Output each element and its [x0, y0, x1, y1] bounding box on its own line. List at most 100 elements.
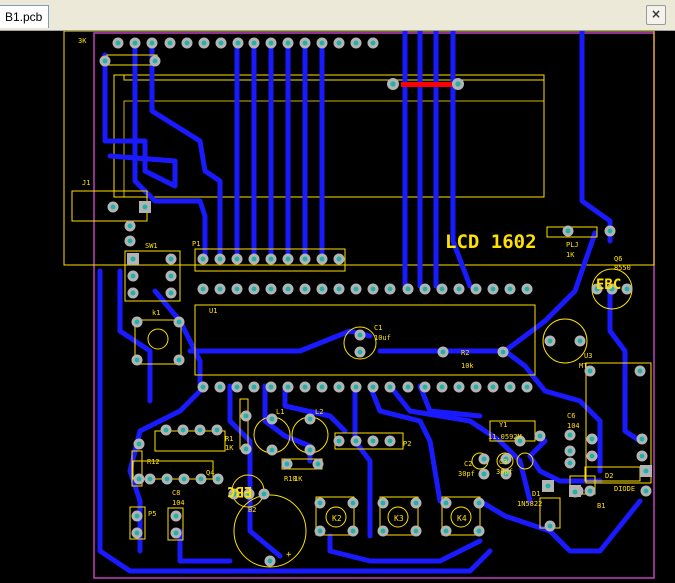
copper-trace — [579, 31, 613, 244]
pad-hole — [315, 461, 321, 467]
pad-hole — [302, 40, 308, 46]
pad-hole — [353, 40, 359, 46]
label-u3: U3 — [584, 352, 593, 360]
pad-hole — [246, 491, 252, 497]
pad-hole — [142, 204, 148, 210]
label-r12: R12 — [147, 458, 160, 466]
pad-hole — [336, 286, 342, 292]
label-plj-value: 1K — [566, 251, 575, 259]
pad-hole — [307, 447, 313, 453]
pad-hole — [370, 384, 376, 390]
pad-hole — [387, 438, 393, 444]
pad-hole — [181, 476, 187, 482]
pad-hole — [456, 384, 462, 390]
label-plus: + — [286, 550, 292, 560]
pad-hole — [524, 286, 530, 292]
pad-hole — [102, 58, 108, 64]
pad-hole — [319, 286, 325, 292]
copper-trace — [177, 528, 233, 564]
pad-hole — [370, 438, 376, 444]
pad-hole — [234, 384, 240, 390]
document-tab-bar: B1.pcb × — [0, 0, 675, 31]
pad-hole — [589, 453, 595, 459]
pad-hole — [336, 438, 342, 444]
pad-hole — [567, 448, 573, 454]
document-tab-label: B1.pcb — [5, 10, 43, 24]
silk-outline — [379, 496, 419, 536]
pad-hole — [251, 256, 257, 262]
label-sw1: SW1 — [145, 242, 158, 250]
label-r2: R2 — [461, 349, 470, 357]
label-d2-value: DIODE — [614, 485, 636, 493]
pad-hole — [443, 528, 449, 534]
pad-hole — [285, 286, 291, 292]
copper-trace — [149, 38, 223, 259]
label-c3-value: 30pf — [496, 468, 513, 476]
pad-hole — [130, 290, 136, 296]
silk-outline — [325, 506, 347, 528]
silk-outline — [489, 420, 536, 442]
pad-hole — [422, 384, 428, 390]
pad-hole — [507, 384, 513, 390]
pad-hole — [639, 453, 645, 459]
pad-hole — [243, 413, 249, 419]
document-tab-pcb[interactable]: B1.pcb — [0, 5, 50, 28]
pad-hole — [115, 40, 121, 46]
pad-hole — [168, 256, 174, 262]
close-icon[interactable]: × — [646, 5, 666, 25]
label-3k: 3K — [78, 37, 87, 45]
copper-trace — [477, 498, 643, 554]
pad-hole — [547, 338, 553, 344]
pcb-canvas[interactable]: LCD 1602 3K J1 SW1 P1 k1 U1 C1 10uf R2 1… — [0, 31, 675, 583]
pad-hole — [302, 286, 308, 292]
label-c2-value: 30pf — [458, 470, 475, 478]
pad-hole — [235, 40, 241, 46]
silk-outline — [343, 326, 377, 360]
pad-hole — [269, 416, 275, 422]
pad-hole — [317, 500, 323, 506]
pad-hole — [473, 384, 479, 390]
pad-hole — [443, 500, 449, 506]
silk-outline — [387, 506, 409, 528]
copper-trace — [352, 383, 373, 539]
pad-hole — [152, 58, 158, 64]
pad-hole — [173, 530, 179, 536]
pad-hole — [643, 488, 649, 494]
pad-hole — [132, 40, 138, 46]
pad-hole — [130, 256, 136, 262]
label-l1: L1 — [276, 408, 285, 416]
pad-hole — [127, 238, 133, 244]
pad-hole — [455, 81, 461, 87]
pad-hole — [567, 460, 573, 466]
pad-hole — [565, 228, 571, 234]
pad-hole — [537, 433, 543, 439]
pad-hole — [353, 438, 359, 444]
copper-trace — [152, 288, 203, 389]
pad-hole — [405, 384, 411, 390]
pad-hole — [439, 286, 445, 292]
pad-hole — [268, 256, 274, 262]
pad-hole — [268, 384, 274, 390]
pad-hole — [319, 40, 325, 46]
pad-hole — [136, 476, 142, 482]
silk-outline — [154, 430, 226, 452]
pad-hole — [336, 256, 342, 262]
pad-hole — [231, 491, 237, 497]
pad-hole — [198, 476, 204, 482]
label-c8-value: 104 — [172, 499, 185, 507]
pad-hole — [180, 427, 186, 433]
copper-trace — [527, 438, 603, 484]
pad-hole — [639, 436, 645, 442]
silk-outline — [129, 506, 146, 540]
label-p2: P2 — [403, 440, 412, 448]
pad-hole — [380, 500, 386, 506]
pad-hole — [413, 528, 419, 534]
label-l2: L2 — [315, 408, 324, 416]
pcb-layout[interactable] — [0, 31, 675, 583]
copper-trace — [187, 328, 373, 354]
pad-hole — [267, 558, 273, 564]
copper-trace — [417, 230, 598, 354]
pad-hole — [307, 416, 313, 422]
silk-outline — [233, 494, 307, 568]
label-q6-value: 8550 — [614, 264, 631, 272]
